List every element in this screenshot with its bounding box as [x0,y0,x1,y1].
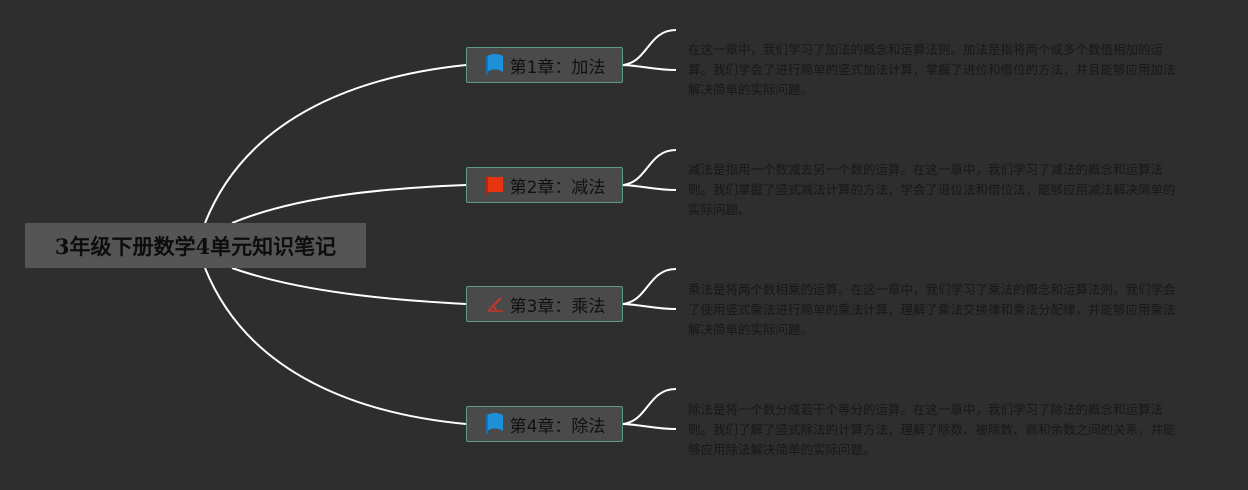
chapter-topic-2[interactable]: 第2章：减法 [466,167,623,203]
root-topic-title: 3年级下册数学4单元知识笔记 [54,233,337,259]
root-to-chapter1-line [204,64,467,224]
chapter1-to-note-line-2 [622,64,677,71]
pencil-ruler-icon [484,293,506,315]
chapter-note-4: 除法是将一个数分成若干个等分的运算。在这一章中，我们学习了除法的概念和运算法则。… [688,402,1176,457]
chapter-note-1: 在这一章中，我们学习了加法的概念和运算法则。加法是指将两个或多个数值相加的运算。… [688,42,1176,97]
chapter-topic-3[interactable]: 第3章：乘法 [466,286,623,322]
root-to-chapter3-line [231,267,467,305]
chapter3-to-note-line-2 [622,303,677,310]
chapter-note-3: 乘法是将两个数相乘的运算。在这一章中，我们学习了乘法的概念和运算法则。我们学会了… [688,282,1176,337]
chapter-topic-4[interactable]: 第4章：除法 [466,406,623,442]
chapter-note-2: 减法是指用一个数减去另一个数的运算。在这一章中，我们学习了减法的概念和运算法则。… [688,162,1176,217]
chapter-title: 第3章：乘法 [509,296,606,317]
chapter2-to-note-line [622,149,677,186]
root-to-chapter4-line [204,267,467,425]
chapter1-to-note-line [622,29,677,66]
chapter-title: 第4章：除法 [509,416,606,437]
root-to-chapter2-line [231,184,467,224]
chapter4-to-note-line-2 [622,423,677,430]
chapter-title: 第2章：减法 [509,177,606,198]
blue-flag-icon [484,54,506,76]
chapter-title: 第1章：加法 [509,57,606,78]
chapter2-to-note-line-2 [622,184,677,191]
chapter-topic-1[interactable]: 第1章：加法 [466,47,623,83]
chapter3-to-note-line [622,268,677,305]
red-flag-icon [484,174,506,196]
blue-flag-icon [484,413,506,435]
root-topic[interactable]: 3年级下册数学4单元知识笔记 [25,223,366,268]
chapter4-to-note-line [622,388,677,425]
